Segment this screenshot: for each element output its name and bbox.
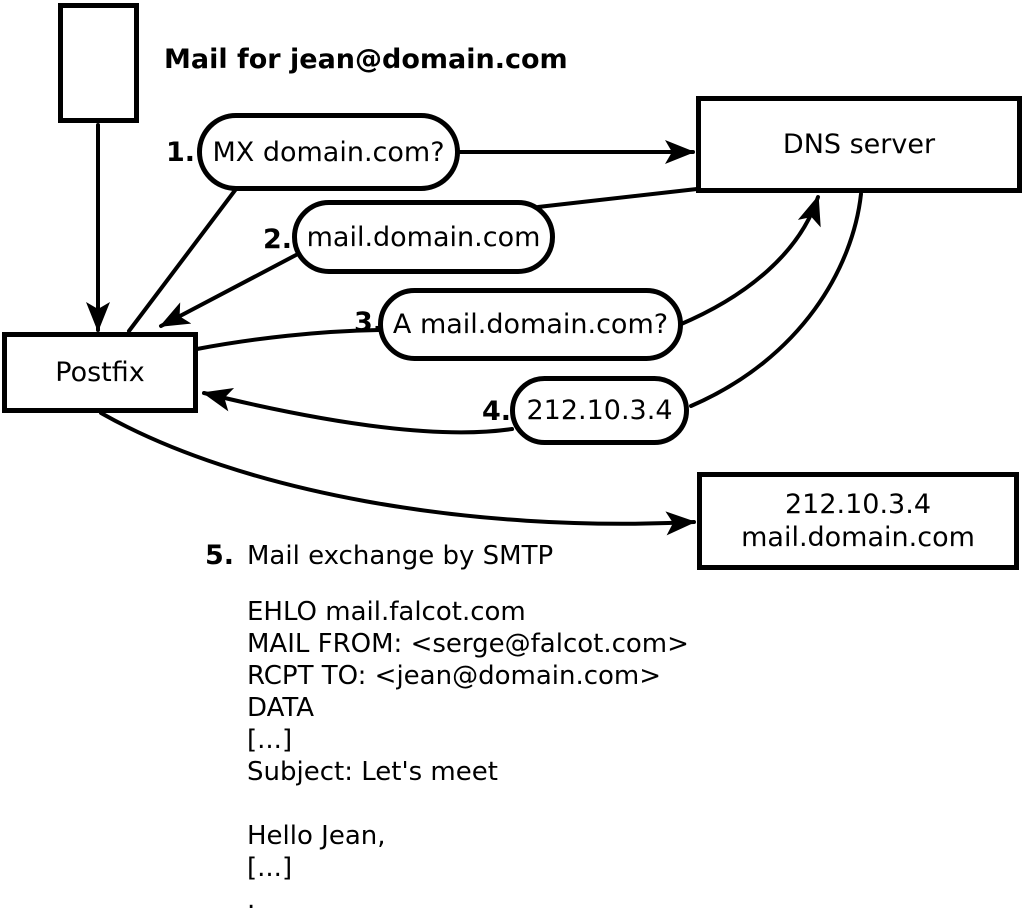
mail-server-node: 212.10.3.4 mail.domain.com (697, 472, 1019, 570)
bubble-query-mx: MX domain.com? (197, 113, 460, 191)
smtp-line-mail-from: MAIL FROM: <serge@falcot.com> (247, 629, 689, 659)
dns-server-node-label: DNS server (782, 129, 936, 160)
line-postfix-to-query3 (195, 328, 381, 351)
mail-server-host-label: mail.domain.com (741, 522, 975, 553)
arrow-reply4-to-postfix (202, 388, 514, 435)
arrow-smtp-exchange (99, 411, 696, 536)
line-dns-to-reply2 (536, 187, 699, 209)
mail-server-ip-label: 212.10.3.4 (785, 489, 931, 520)
step-number-5: 5. (205, 540, 235, 571)
arrow-query3-to-dns (677, 195, 821, 327)
bubble-reply-a: 212.10.3.4 (510, 376, 689, 445)
step-number-1: 1. (166, 137, 196, 168)
postfix-node: Postfix (2, 332, 198, 413)
smtp-transcript: EHLO mail.falcot.com MAIL FROM: <serge@f… (247, 596, 689, 916)
smtp-line-rcpt-to: RCPT TO: <jean@domain.com> (247, 661, 662, 691)
bubble-query-a: A mail.domain.com? (378, 288, 683, 361)
smtp-line-end-dot: . (247, 885, 256, 915)
smtp-line-ellipsis-2: [...] (247, 853, 293, 883)
smtp-exchange-label: Mail exchange by SMTP (247, 541, 554, 571)
mail-message-shape (58, 3, 139, 123)
smtp-line-data: DATA (247, 693, 314, 723)
bubble-query-mx-label: MX domain.com? (212, 136, 445, 168)
bubble-query-a-label: A mail.domain.com? (392, 309, 669, 340)
bubble-reply-mx: mail.domain.com (292, 200, 555, 274)
postfix-node-label: Postfix (55, 357, 145, 388)
step-number-3: 3. (354, 307, 384, 338)
bubble-reply-a-label: 212.10.3.4 (526, 395, 673, 426)
mail-note-label: Mail for jean@domain.com (164, 44, 568, 75)
smtp-line-hello: Hello Jean, (247, 821, 386, 851)
step-number-2: 2. (263, 224, 293, 255)
arrow-reply2-to-postfix (159, 253, 298, 328)
smtp-line-ellipsis-1: [...] (247, 725, 293, 755)
line-postfix-to-query1 (127, 187, 238, 333)
smtp-line-ehlo: EHLO mail.falcot.com (247, 597, 526, 627)
smtp-line-blank (247, 788, 689, 820)
bubble-reply-mx-label: mail.domain.com (306, 221, 541, 253)
step-number-4: 4. (482, 396, 512, 427)
dns-server-node: DNS server (696, 96, 1022, 193)
line-dns-to-reply4 (689, 192, 863, 408)
smtp-line-subject: Subject: Let's meet (247, 757, 498, 787)
